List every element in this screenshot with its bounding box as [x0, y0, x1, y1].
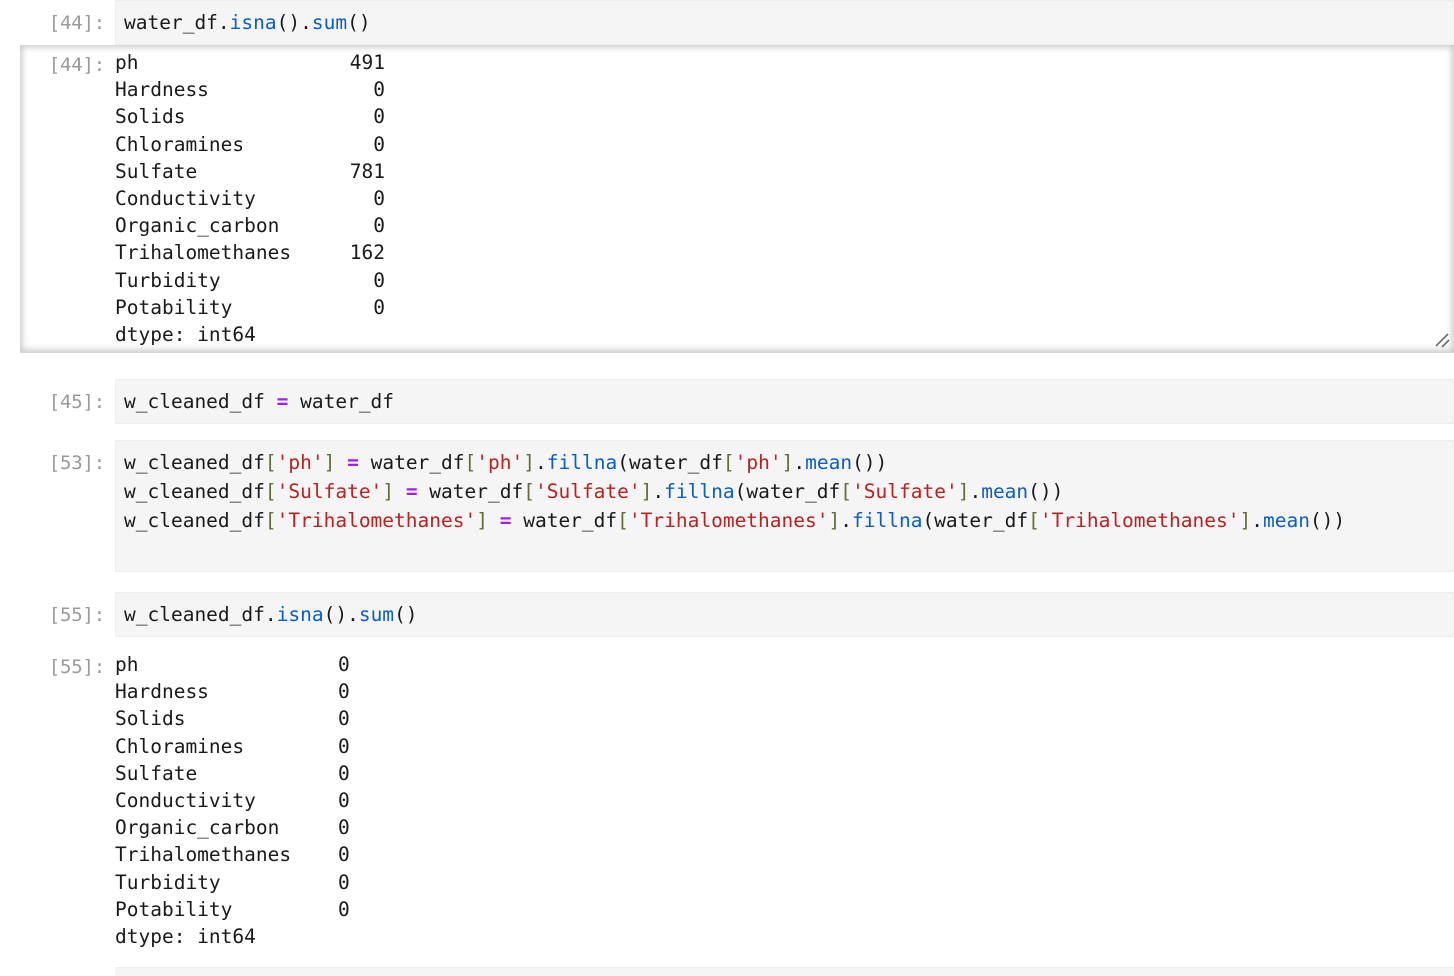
output-prompt-55: [55]: — [48, 656, 105, 678]
code-line: w_cleaned_df['Trihalomethanes'] = water_… — [124, 509, 1346, 532]
output-line: dtype: int64 — [115, 323, 256, 347]
output-line: ph 0 — [115, 653, 350, 676]
code-line: w_cleaned_df = water_df — [124, 390, 395, 413]
code-editor-44[interactable]: water_df.isna().sum() — [115, 0, 1454, 45]
cell-spacer — [0, 637, 1454, 647]
code-line: w_cleaned_df.isna().sum() — [124, 603, 418, 626]
cell-spacer — [0, 572, 1454, 592]
output-line: Turbidity 0 — [115, 268, 386, 292]
output-line: Potability 0 — [115, 897, 350, 921]
output-line: Chloramines 0 — [115, 132, 386, 156]
output-line: Conductivity 0 — [115, 187, 386, 211]
output-line: Solids 0 — [115, 105, 386, 129]
code-cell-53: [53]: w_cleaned_df['ph'] = water_df['ph'… — [0, 440, 1454, 572]
resize-grip-icon[interactable] — [1433, 331, 1451, 349]
output-line: Trihalomethanes 162 — [115, 241, 386, 265]
code-editor-55[interactable]: w_cleaned_df.isna().sum() — [115, 592, 1454, 637]
output-line: Organic_carbon 0 — [115, 816, 350, 840]
cell-spacer — [0, 424, 1454, 440]
output-line: Potability 0 — [115, 295, 386, 319]
output-line: Turbidity 0 — [115, 870, 350, 894]
code-cell-55: [55]: w_cleaned_df.isna().sum() — [0, 592, 1454, 637]
output-line: Trihalomethanes 0 — [115, 843, 350, 867]
code-cell-44: [44]: water_df.isna().sum() — [0, 0, 1454, 45]
next-cell-edge — [115, 967, 1454, 976]
output-line: ph 491 — [115, 51, 386, 74]
input-prompt-53: [53]: — [48, 452, 105, 474]
code-line: water_df.isna().sum() — [124, 11, 371, 34]
code-line: w_cleaned_df['ph'] = water_df['ph'].fill… — [124, 451, 888, 474]
input-prompt-45: [45]: — [48, 391, 105, 413]
code-cell-45: [45]: w_cleaned_df = water_df — [0, 379, 1454, 424]
code-line: w_cleaned_df['Sulfate'] = water_df['Sulf… — [124, 480, 1064, 503]
output-line: Conductivity 0 — [115, 789, 350, 813]
output-line: Sulfate 0 — [115, 761, 350, 785]
output-line: Hardness 0 — [115, 680, 350, 704]
input-prompt-44: [44]: — [48, 12, 105, 34]
code-editor-45[interactable]: w_cleaned_df = water_df — [115, 379, 1454, 424]
output-line: Solids 0 — [115, 707, 350, 731]
output-line: dtype: int64 — [115, 925, 256, 949]
output-cell-55: [55]: ph 0 Hardness 0 Solids 0 Chloramines … — [0, 647, 1454, 950]
output-line: Organic_carbon 0 — [115, 214, 386, 238]
cell-spacer — [0, 353, 1454, 379]
code-editor-53[interactable]: w_cleaned_df['ph'] = water_df['ph'].fill… — [115, 440, 1454, 572]
output-line: Hardness 0 — [115, 78, 386, 102]
output-text-55: ph 0 Hardness 0 Solids 0 Chloramines 0 Sulfa… — [115, 647, 1454, 950]
code-line — [124, 535, 1453, 564]
output-line: Sulfate 781 — [115, 159, 386, 183]
input-prompt-55: [55]: — [48, 604, 105, 626]
output-line: Chloramines 0 — [115, 734, 350, 758]
output-prompt-44: [44]: — [48, 54, 105, 76]
